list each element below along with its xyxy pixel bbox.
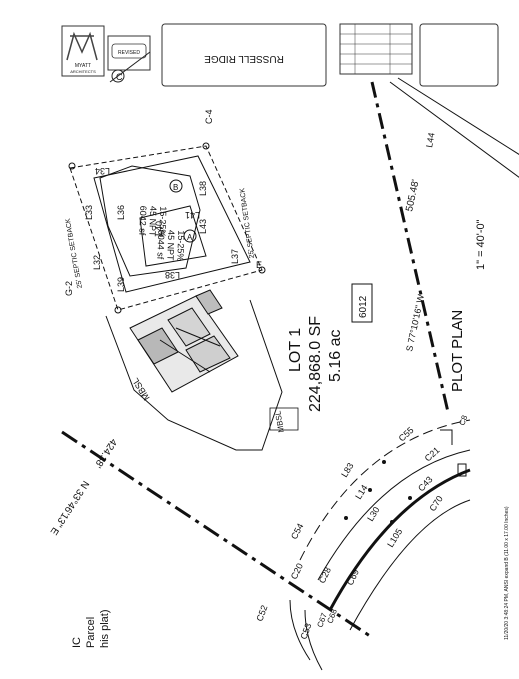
label-c28: C28	[317, 566, 333, 585]
edge-text-3: his plat)	[99, 609, 111, 648]
label-c8: C8	[457, 413, 469, 426]
svg-text:45 NPT: 45 NPT	[165, 230, 176, 261]
label-g2: G-2	[64, 281, 74, 296]
sheet-note: 11/20/20 3:48:24 PM, ANSI expand B (11.0…	[504, 506, 510, 640]
svg-text:6044 sf: 6044 sf	[155, 230, 166, 260]
label-c69: C69	[345, 568, 361, 587]
sheet-box	[419, 23, 499, 87]
label-c55: C55	[397, 425, 416, 443]
svg-text:6042 sf: 6042 sf	[137, 206, 148, 236]
label-l38b: L38	[198, 181, 208, 196]
north-bearing: N 33°46'13" E	[47, 478, 90, 536]
label-l30: L30	[365, 505, 381, 523]
label-l33: L33	[84, 205, 94, 220]
label-l37: L37	[230, 249, 240, 264]
label-l83: L83	[339, 461, 355, 479]
label-l39: L39	[116, 277, 126, 292]
area-b-mark: B	[173, 183, 178, 192]
svg-text:15-25%: 15-25%	[157, 206, 168, 237]
lot-code: 6012	[358, 295, 369, 318]
edge-text-1: IC	[71, 637, 83, 648]
label-c20: C20	[289, 562, 305, 581]
label-l40: L40	[154, 221, 164, 236]
label-c68: C68	[325, 607, 339, 624]
firm-name: MYATT	[75, 63, 91, 69]
north-arrow-icon	[109, 51, 151, 83]
plot-plan-scale: 1" = 40'-0"	[475, 219, 487, 270]
svg-text:45 NPT: 45 NPT	[147, 206, 158, 237]
myatt-logo-icon	[66, 31, 98, 61]
label-c4: C-4	[204, 109, 214, 124]
plot-plan-title: PLOT PLAN	[449, 310, 466, 392]
label-l43: L43	[198, 219, 208, 234]
label-c54: C54	[289, 522, 306, 541]
lot-name: LOT 1	[287, 328, 304, 372]
property-boundary	[61, 77, 519, 638]
lot-acres: 5.16 ac	[327, 330, 344, 382]
lot-square-feet: 224,868.0 SF	[307, 316, 324, 412]
area-a-mark: A	[187, 233, 193, 242]
label-c70: C70	[427, 494, 445, 513]
label-l34: L34	[95, 166, 110, 176]
south-distance: 505.48'	[404, 178, 422, 212]
septic-setback-left: 25' SEPTIC SETBACK	[65, 217, 84, 288]
stamp-box	[107, 35, 151, 71]
label-c52: C52	[254, 604, 269, 623]
septic-envelope	[68, 142, 266, 314]
label-l14: L14	[353, 483, 369, 501]
label-l41: L41	[185, 210, 200, 220]
septic-setback-right: 25' SEPTIC SETBACK	[239, 187, 256, 259]
area-a: 15-25% 45 NPT 6044 sf	[155, 230, 186, 262]
stamp-text: REVISED	[118, 50, 140, 56]
label-c: C	[116, 72, 123, 82]
house-footprint	[129, 289, 239, 393]
lot-summary: LOT 1 224,868.0 SF 5.16 ac	[287, 316, 344, 412]
mbsl-label-2: MBSL	[273, 410, 286, 434]
street-box	[161, 23, 327, 87]
road-curves	[289, 419, 471, 671]
south-bearing: S 77°10'16" W	[404, 293, 426, 352]
label-l105: L105	[385, 527, 404, 549]
edge-text-2: Parcel	[85, 617, 97, 648]
firm-sub: ARCHITECTS	[70, 69, 96, 74]
mbsl-envelope	[105, 299, 283, 451]
label-l38: L38	[165, 270, 180, 280]
label-l44: L44	[424, 132, 436, 149]
label-l36: L36	[116, 205, 126, 220]
title-block: MYATT ARCHITECTS REVISED RUSSELL RIDGE	[61, 23, 499, 87]
street-name: RUSSELL RIDGE	[204, 53, 284, 64]
label-e: E	[256, 260, 262, 270]
svg-text:15-25%: 15-25%	[175, 230, 186, 261]
label-c21: C21	[423, 445, 442, 463]
revision-table	[339, 23, 413, 75]
area-b: 15-25% 45 NPT 6042 sf	[137, 206, 168, 238]
label-c53: C53	[298, 622, 313, 641]
label-l32: L32	[92, 255, 102, 270]
curve-points	[344, 460, 412, 524]
